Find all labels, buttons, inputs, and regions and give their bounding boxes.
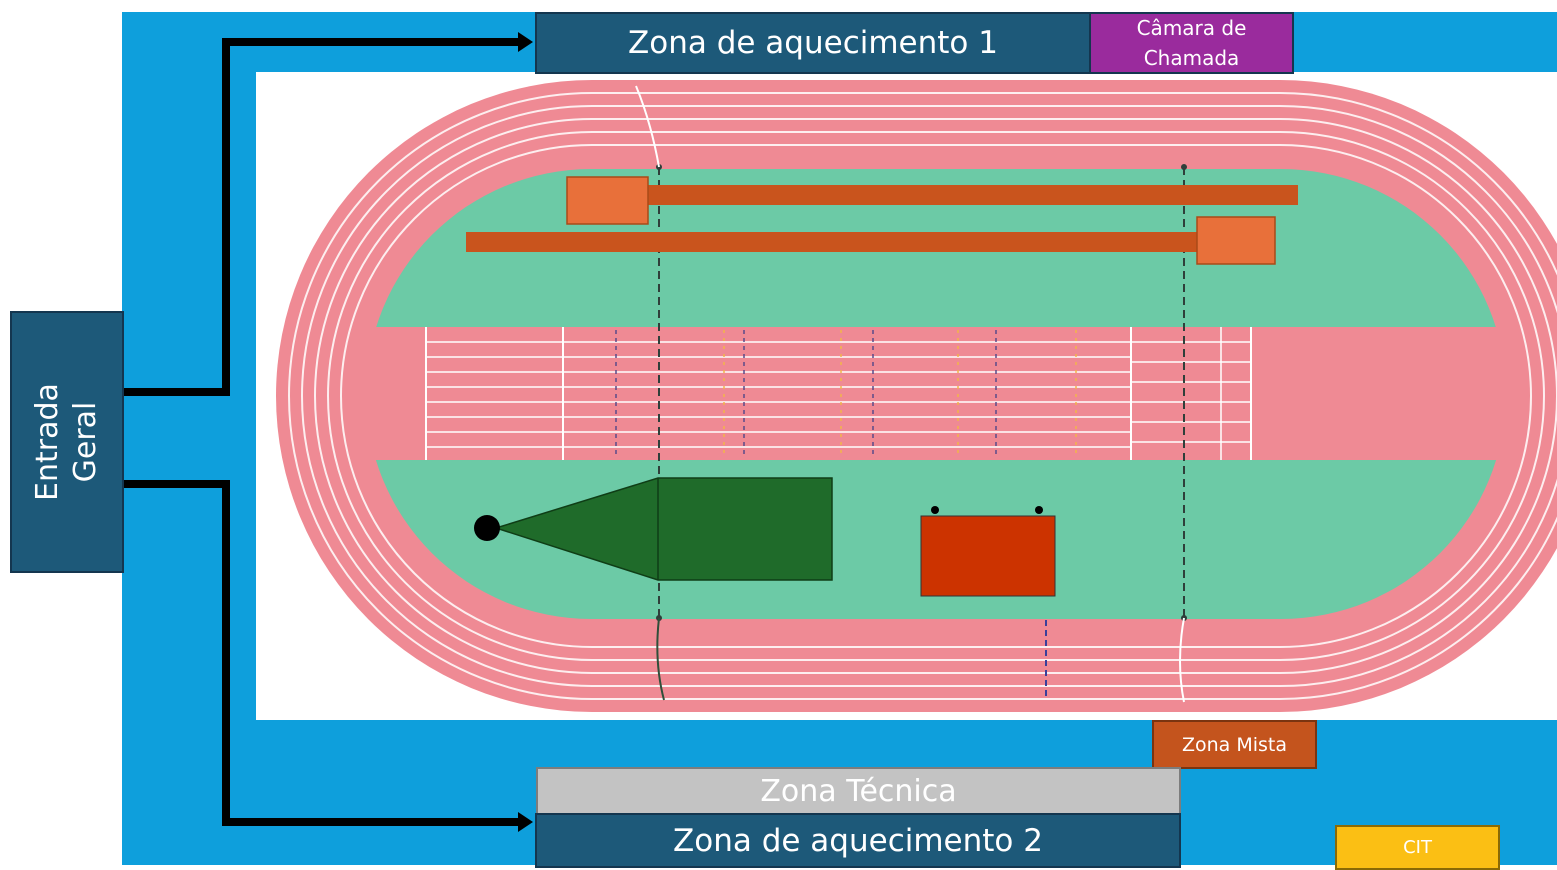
zona-aquecimento-2: Zona de aquecimento 2 bbox=[535, 813, 1181, 868]
entrada-geral: Entrada Geral bbox=[10, 311, 124, 573]
cit-zone: CIT bbox=[1335, 825, 1500, 870]
camara-de-chamada: Câmara de Chamada bbox=[1089, 12, 1294, 74]
zona-mista: Zona Mista bbox=[1152, 720, 1317, 769]
zona-mista-label: Zona Mista bbox=[1181, 733, 1288, 756]
entrada-geral-label: Entrada Geral bbox=[30, 383, 104, 501]
athletics-track bbox=[276, 80, 1557, 712]
zona-aquecimento-1-label: Zona de aquecimento 1 bbox=[628, 25, 998, 61]
zona-aquecimento-1: Zona de aquecimento 1 bbox=[535, 12, 1091, 74]
camara-de-chamada-label: Câmara de Chamada bbox=[1136, 16, 1247, 70]
zona-tecnica-label: Zona Técnica bbox=[760, 774, 957, 809]
zona-tecnica: Zona Técnica bbox=[536, 767, 1181, 816]
zona-aquecimento-2-label: Zona de aquecimento 2 bbox=[673, 822, 1043, 859]
high-jump-area bbox=[920, 506, 1056, 597]
straight-track bbox=[366, 327, 1506, 460]
cit-label: CIT bbox=[1403, 837, 1432, 858]
long-jump-area bbox=[466, 176, 1298, 265]
